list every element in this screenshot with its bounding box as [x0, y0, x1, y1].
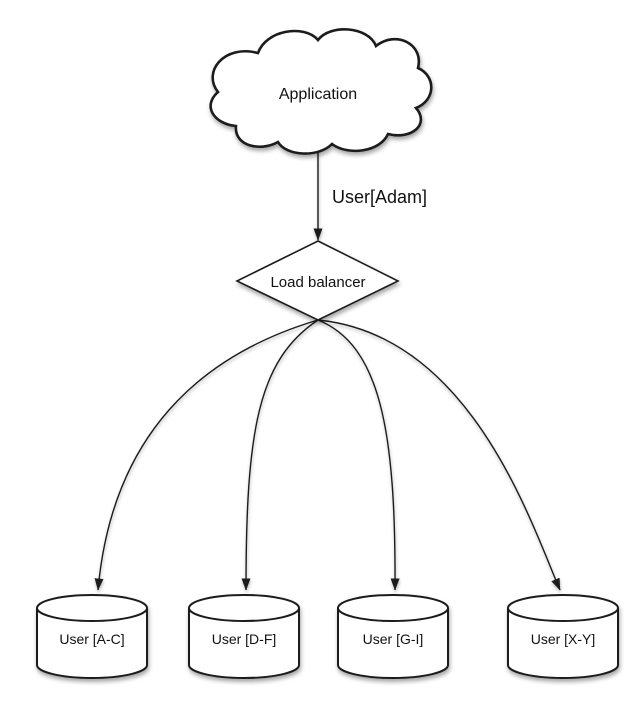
database-label-user-g-i: User [G-I]	[363, 631, 424, 647]
cylinder-top	[36, 594, 148, 622]
cylinder-body	[337, 608, 449, 679]
cylinder-body	[36, 608, 148, 679]
database-cylinder-user-a-c	[36, 594, 148, 679]
application-cloud-shape	[209, 28, 433, 155]
edge-load-balancer-to-user-a-c	[94, 319, 319, 591]
database-label-user-d-f: User [D-F]	[212, 631, 277, 647]
cylinder-top	[337, 594, 449, 622]
cylinder-body	[507, 608, 619, 679]
database-label-user-a-c: User [A-C]	[59, 631, 124, 647]
cylinder-body	[188, 608, 300, 679]
load-balancer-diamond-shape	[235, 240, 400, 321]
edge-load-balancer-to-user-x-y	[317, 319, 561, 591]
database-cylinder-user-d-f	[188, 594, 300, 679]
cylinder-top	[507, 594, 619, 622]
edge-load-balancer-to-user-g-i	[317, 319, 400, 591]
application-label: Application	[279, 86, 357, 103]
database-label-user-x-y: User [X-Y]	[531, 631, 596, 647]
edge-load-balancer-to-user-d-f	[241, 319, 319, 591]
load-balancer-label: Load balancer	[270, 274, 365, 291]
request-edge-label: User[Adam]	[332, 187, 427, 207]
database-cylinder-user-g-i	[337, 594, 449, 679]
cylinder-top	[188, 594, 300, 622]
database-cylinder-user-x-y	[507, 594, 619, 679]
